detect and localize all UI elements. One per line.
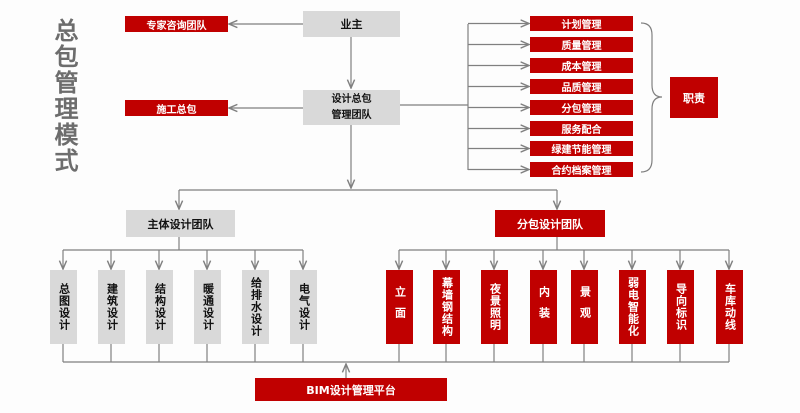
sub-discipline-box: 景观 — [571, 270, 598, 344]
main-design-team-box: 主体设计团队 — [126, 210, 235, 237]
main-discipline-box: 暖通设计 — [194, 270, 221, 344]
page-title: 总包管理模式 — [50, 18, 78, 174]
main-discipline-box: 给排水设计 — [242, 270, 269, 344]
expert-team-box: 专家咨询团队 — [125, 16, 228, 32]
sub-discipline-box: 立面 — [386, 270, 413, 344]
design-gc-line1: 设计总包 — [331, 93, 372, 105]
sub-discipline-box: 内装 — [530, 270, 557, 344]
design-gc-line2: 管理团队 — [331, 109, 372, 121]
duty-item: 计划管理 — [530, 16, 633, 31]
bim-platform-box: BIM设计管理平台 — [255, 378, 447, 401]
owner-box: 业主 — [303, 11, 400, 37]
sub-discipline-box: 车库动线 — [716, 270, 743, 344]
sub-discipline-box: 夜景照明 — [481, 270, 508, 344]
main-discipline-box: 总图设计 — [50, 270, 77, 344]
design-gc-box: 设计总包 管理团队 — [303, 90, 400, 125]
main-discipline-box: 建筑设计 — [98, 270, 125, 344]
construction-gc-box: 施工总包 — [125, 100, 228, 116]
duties-label-box: 职责 — [670, 77, 718, 118]
sub-discipline-box: 弱电智能化 — [619, 270, 646, 344]
sub-discipline-box: 幕墙钢结构 — [433, 270, 460, 344]
duty-item: 合约档案管理 — [530, 162, 633, 177]
main-discipline-box: 结构设计 — [146, 270, 173, 344]
main-discipline-box: 电气设计 — [290, 270, 317, 344]
duty-item: 服务配合 — [530, 121, 633, 136]
duty-item: 成本管理 — [530, 58, 633, 73]
duty-item: 质量管理 — [530, 37, 633, 52]
duty-item: 品质管理 — [530, 79, 633, 94]
brace — [640, 22, 663, 173]
duty-item: 分包管理 — [530, 100, 633, 115]
sub-discipline-box: 导向标识 — [667, 270, 694, 344]
duty-item: 绿建节能管理 — [530, 141, 633, 156]
sub-design-team-box: 分包设计团队 — [495, 210, 605, 237]
